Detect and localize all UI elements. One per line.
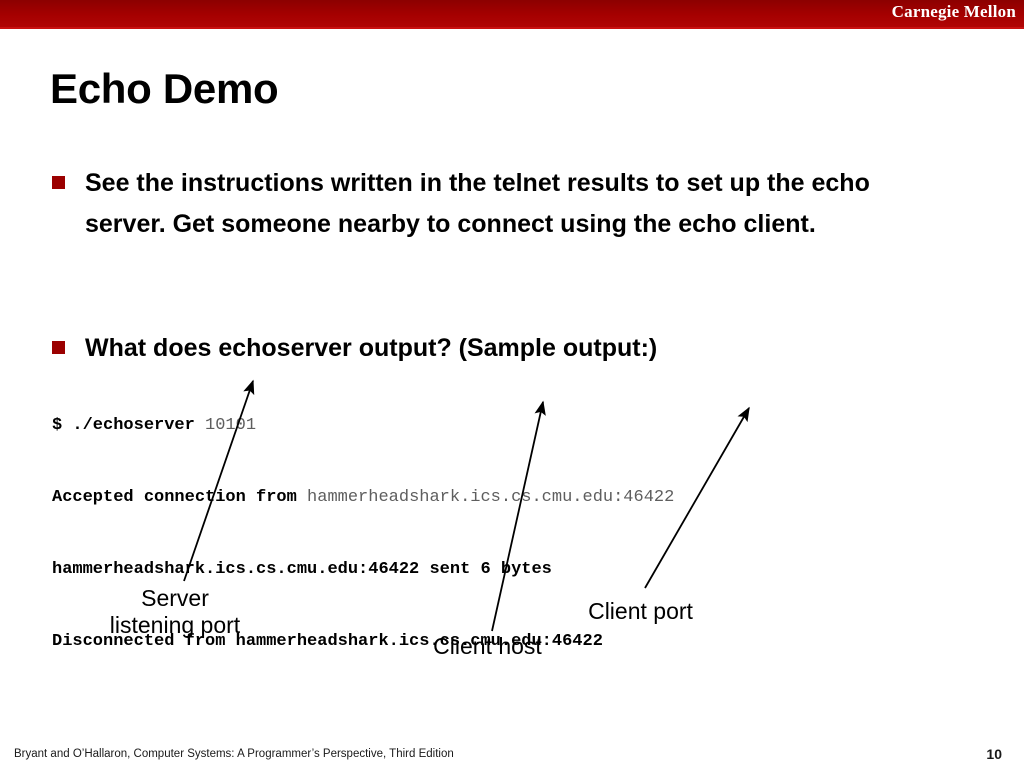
terminal-token-strong: Accepted connection from bbox=[52, 488, 308, 507]
bullet-item-label: What does echoserver output? (Sample out… bbox=[85, 334, 658, 362]
terminal-token-strong: hammerheadshark.ics.cs.cmu.edu:46422 sen… bbox=[52, 560, 552, 579]
callout-server-listening-port: Server listening port bbox=[109, 585, 241, 638]
terminal-line-command: $ ./echoserver 10101 bbox=[52, 414, 674, 438]
terminal-token-strong: Disconnected from hammerheadshark.ics.cs… bbox=[52, 632, 603, 651]
bullet-square-icon bbox=[52, 176, 65, 189]
terminal-token-dim: hammerheadshark.ics.cs.cmu.edu:46422 bbox=[307, 488, 675, 507]
bullet-square-icon bbox=[52, 341, 65, 354]
terminal-line-sent-bytes: hammerheadshark.ics.cs.cmu.edu:46422 sen… bbox=[52, 558, 674, 582]
terminal-line-disconnected: Disconnected from hammerheadshark.ics.cs… bbox=[52, 630, 674, 654]
page-title: Echo Demo bbox=[50, 65, 279, 112]
terminal-output-block: $ ./echoserver 10101 Accepted connection… bbox=[52, 366, 674, 678]
bullet-item-instructions: See the instructions written in the teln… bbox=[52, 163, 932, 245]
footer-citation: Bryant and O’Hallaron, Computer Systems:… bbox=[14, 748, 454, 760]
bullet-item-label: See the instructions written in the teln… bbox=[85, 169, 870, 238]
callout-client-host: Client host bbox=[433, 633, 542, 659]
bullet-item-sample-output: What does echoserver output? (Sample out… bbox=[52, 328, 932, 369]
terminal-token-strong: $ ./echoserver bbox=[52, 416, 206, 435]
terminal-token-dim: 10101 bbox=[205, 416, 257, 435]
callout-client-port: Client port bbox=[588, 598, 693, 624]
footer-page-number: 10 bbox=[986, 746, 1002, 762]
header-band-underline bbox=[0, 27, 1024, 29]
header-band bbox=[0, 0, 1024, 27]
terminal-line-accepted: Accepted connection from hammerheadshark… bbox=[52, 486, 674, 510]
brand-carnegie-mellon: Carnegie Mellon bbox=[891, 2, 1016, 21]
